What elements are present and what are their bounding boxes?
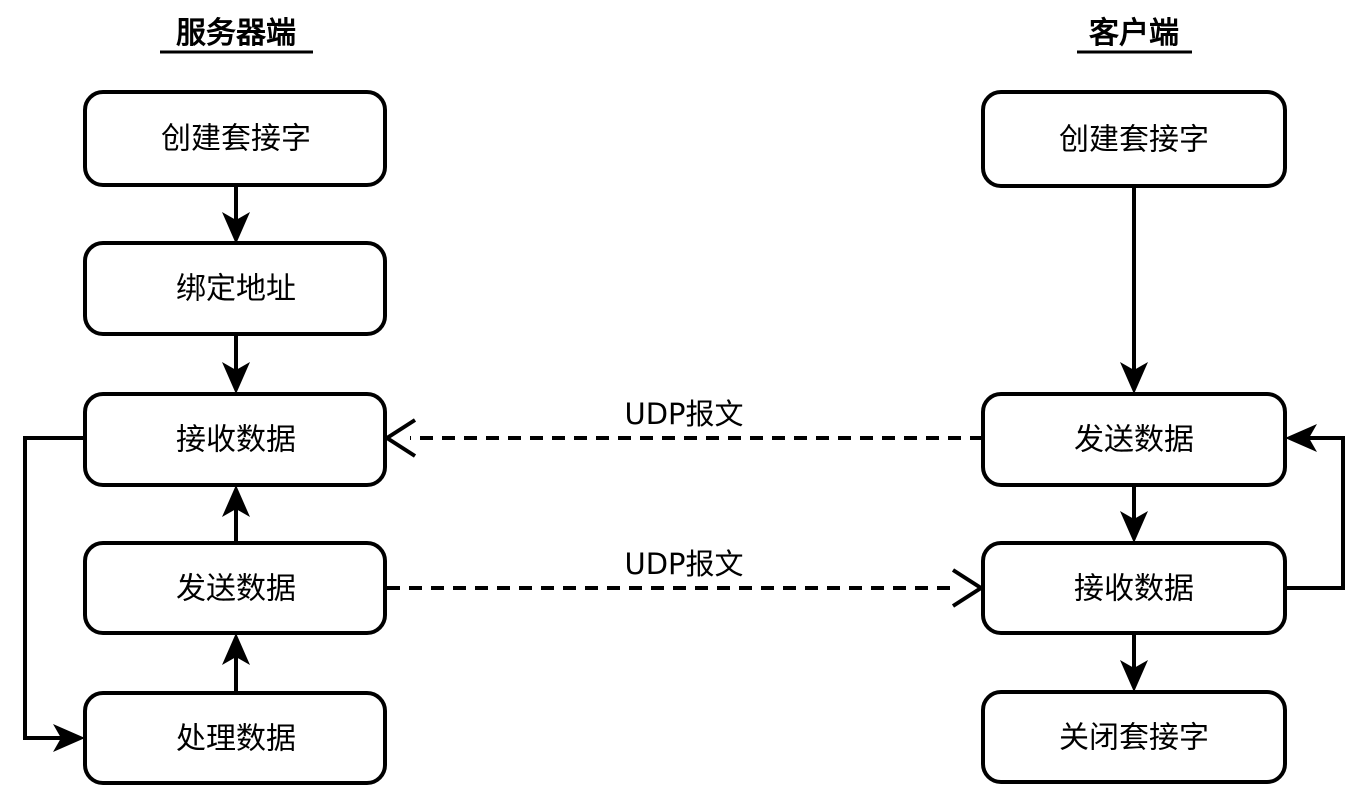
node-client-send-data[interactable]: 发送数据 xyxy=(981,392,1287,487)
server-column-title: 服务器端 xyxy=(176,16,296,51)
node-client-create-socket[interactable]: 创建套接字 xyxy=(981,90,1287,188)
udp-label-bottom: UDP报文 xyxy=(624,547,743,581)
edge-server-send-to-receive xyxy=(222,485,250,543)
node-shape xyxy=(83,392,387,487)
edge-client-create-to-send xyxy=(1120,186,1148,394)
node-label: 绑定地址 xyxy=(176,272,296,307)
node-shape xyxy=(83,541,387,635)
node-server-receive-data[interactable]: 接收数据 xyxy=(83,392,387,487)
edge-server-process-to-send xyxy=(222,633,250,693)
node-label: 处理数据 xyxy=(176,722,296,757)
node-label: 创建套接字 xyxy=(161,122,311,157)
node-server-send-data[interactable]: 发送数据 xyxy=(83,541,387,635)
node-server-bind-address[interactable]: 绑定地址 xyxy=(83,241,387,336)
edge-server-receive-to-process-loop xyxy=(23,436,85,752)
node-label: 关闭套接字 xyxy=(1059,721,1209,756)
udp-label-top: UDP报文 xyxy=(624,397,743,431)
client-column-title: 客户端 xyxy=(1089,16,1179,51)
edge-udp-client-to-server: UDP报文 xyxy=(383,397,983,458)
edge-server-create-to-bind xyxy=(222,185,250,244)
node-shape xyxy=(83,241,387,336)
edge-server-bind-to-receive xyxy=(222,334,250,394)
edge-client-send-to-receive xyxy=(1120,485,1148,543)
node-label: 发送数据 xyxy=(176,572,296,607)
edge-udp-server-to-client: UDP报文 xyxy=(387,547,985,608)
node-shape xyxy=(83,90,387,187)
node-server-create-socket[interactable]: 创建套接字 xyxy=(83,90,387,187)
node-client-close-socket[interactable]: 关闭套接字 xyxy=(981,690,1287,784)
node-shape xyxy=(83,691,387,785)
node-shape xyxy=(981,541,1287,635)
node-label: 接收数据 xyxy=(1074,572,1194,607)
edge-client-receive-to-send-loop xyxy=(1285,424,1345,590)
node-shape xyxy=(981,90,1287,188)
node-label: 创建套接字 xyxy=(1059,123,1209,158)
node-shape xyxy=(981,690,1287,784)
edge-client-receive-to-close xyxy=(1120,633,1148,692)
node-shape xyxy=(981,392,1287,487)
node-label: 发送数据 xyxy=(1074,423,1194,458)
node-client-receive-data[interactable]: 接收数据 xyxy=(981,541,1287,635)
node-server-process-data[interactable]: 处理数据 xyxy=(83,691,387,785)
node-label: 接收数据 xyxy=(176,423,296,458)
